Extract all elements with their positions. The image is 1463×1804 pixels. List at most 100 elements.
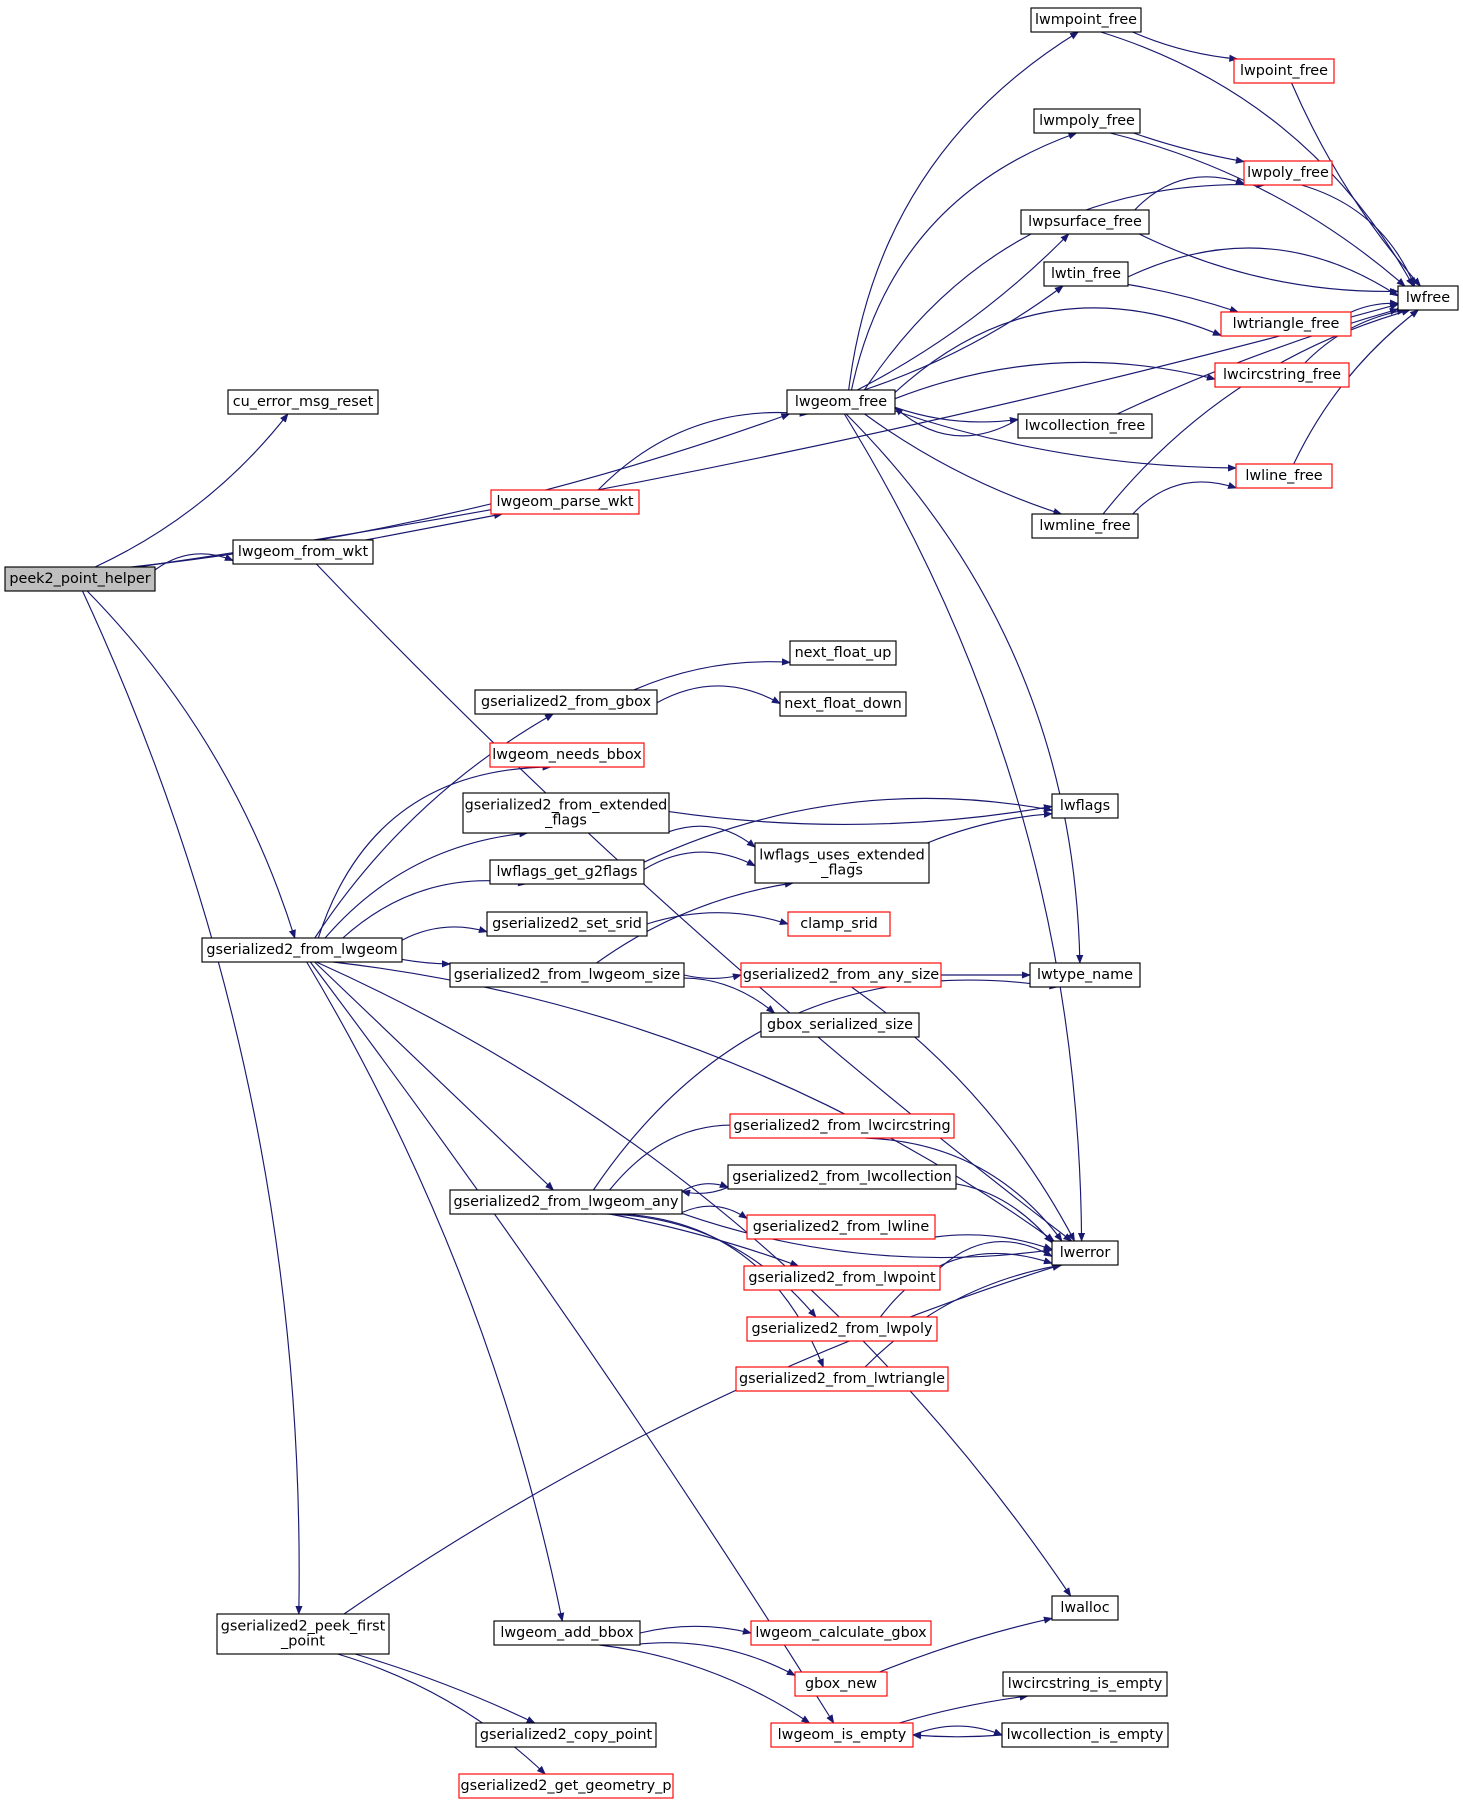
edge-g2_from_line-to-lwerror	[934, 1234, 1053, 1251]
node-nf_up[interactable]: next_float_up	[789, 640, 897, 666]
node-tri_free[interactable]: lwtriangle_free	[1220, 311, 1352, 337]
node-label: lwgeom_is_empty	[778, 1727, 907, 1743]
node-g2_from_circ[interactable]: gserialized2_from_lwcircstring	[729, 1113, 955, 1139]
node-point_free[interactable]: lwpoint_free	[1233, 58, 1335, 84]
node-mpoint_free[interactable]: lwmpoint_free	[1030, 7, 1142, 33]
edge-lwgeom_free-to-psurf_free	[857, 233, 1070, 391]
node-from_wkt[interactable]: lwgeom_from_wkt	[232, 539, 374, 565]
edge-lwgeom_free-to-lwtype_name	[845, 413, 1084, 964]
node-box	[449, 962, 685, 988]
node-box	[1020, 209, 1150, 235]
edge-g2_any-to-g2_from_coll	[681, 1181, 729, 1192]
node-clamp_srid[interactable]: clamp_srid	[787, 911, 891, 937]
node-cu_err[interactable]: cu_error_msg_reset	[227, 389, 379, 415]
node-box	[746, 1316, 938, 1342]
edge-mpoint_free-to-point_free	[1132, 31, 1239, 62]
node-is_empty[interactable]: lwgeom_is_empty	[770, 1722, 914, 1748]
node-g2_from_lwgeom[interactable]: gserialized2_from_lwgeom	[201, 937, 403, 963]
node-copy_point[interactable]: gserialized2_copy_point	[475, 1722, 657, 1748]
node-lwalloc[interactable]: lwalloc	[1051, 1595, 1119, 1621]
node-label: lwflags	[1060, 798, 1110, 814]
edge-g2_size-to-uses_ext	[596, 880, 794, 964]
node-add_bbox[interactable]: lwgeom_add_bbox	[493, 1620, 641, 1646]
node-box	[1235, 463, 1333, 489]
node-g2_size[interactable]: gserialized2_from_lwgeom_size	[449, 962, 685, 988]
node-label: lwgeom_from_wkt	[238, 544, 369, 560]
node-g2_from_poly[interactable]: gserialized2_from_lwpoly	[746, 1316, 938, 1342]
node-label: lwflags_get_g2flags	[496, 864, 637, 880]
node-label: lwgeom_free	[795, 394, 887, 410]
node-g2_any_size[interactable]: gserialized2_from_any_size	[740, 962, 942, 988]
node-label: lwtriangle_free	[1233, 316, 1340, 332]
node-label: gserialized2_from_lwpoly	[751, 1321, 932, 1337]
edge-g2_from_lwgeom-to-is_empty	[309, 961, 835, 1724]
node-g2_from_point[interactable]: gserialized2_from_lwpoint	[743, 1265, 941, 1291]
node-poly_free[interactable]: lwpoly_free	[1243, 160, 1333, 186]
node-label: gserialized2_from_extended	[465, 798, 668, 814]
node-mline_free[interactable]: lwmline_free	[1031, 513, 1139, 539]
node-nf_down[interactable]: next_float_down	[779, 691, 907, 717]
node-set_srid[interactable]: gserialized2_set_srid	[486, 911, 648, 937]
edge-lwgeom_free-to-coll_free	[894, 406, 1019, 425]
edge-g2_from_coll-to-g2_any	[681, 1186, 729, 1197]
node-lwflags[interactable]: lwflags	[1051, 793, 1119, 819]
node-label: lwcollection_is_empty	[1007, 1727, 1164, 1743]
node-label: lwerror	[1060, 1245, 1111, 1261]
node-lwtype_name[interactable]: lwtype_name	[1029, 962, 1141, 988]
node-lwgeom_free[interactable]: lwgeom_free	[786, 389, 896, 415]
node-coll_free[interactable]: lwcollection_free	[1017, 413, 1153, 439]
edge-add_bbox-to-calc_gbox	[639, 1625, 752, 1635]
node-box	[227, 389, 379, 415]
node-flags_g2[interactable]: lwflags_get_g2flags	[489, 859, 645, 885]
node-box	[787, 911, 891, 937]
node-box	[1031, 513, 1139, 539]
node-box	[1397, 285, 1459, 311]
node-g2_from_coll[interactable]: gserialized2_from_lwcollection	[727, 1164, 957, 1190]
node-lwerror[interactable]: lwerror	[1051, 1240, 1119, 1266]
edge-mpoly_free-to-lwfree	[1109, 132, 1406, 287]
call-edges	[81, 31, 1421, 1775]
node-label: gbox_serialized_size	[767, 1017, 913, 1033]
edge-peek2-to-cu_err	[94, 413, 289, 568]
node-parse_wkt[interactable]: lwgeom_parse_wkt	[490, 489, 640, 515]
node-needs_bbox[interactable]: lwgeom_needs_bbox	[489, 742, 645, 768]
node-g2_ext_flags[interactable]: gserialized2_from_extended_flags	[462, 792, 670, 834]
node-gbox_ser_size[interactable]: gbox_serialized_size	[760, 1012, 920, 1038]
node-label: lwpsurface_free	[1028, 214, 1142, 230]
node-uses_ext[interactable]: lwflags_uses_extended_flags	[754, 842, 930, 884]
edge-lwgeom_free-to-mpoint_free	[848, 31, 1080, 391]
node-g2_any[interactable]: gserialized2_from_lwgeom_any	[449, 1189, 683, 1215]
edge-g2_ext_flags-to-uses_ext	[668, 825, 756, 848]
node-mpoly_free[interactable]: lwmpoly_free	[1033, 108, 1141, 134]
edge-add_bbox-to-gbox_new	[631, 1642, 796, 1676]
node-coll_empty[interactable]: lwcollection_is_empty	[1001, 1722, 1169, 1748]
edge-g2_any-to-g2_from_point	[609, 1213, 800, 1267]
node-g2_from_line[interactable]: gserialized2_from_lwline	[746, 1214, 936, 1240]
node-g2_from_gbox[interactable]: gserialized2_from_gbox	[474, 689, 658, 715]
node-tin_free[interactable]: lwtin_free	[1043, 261, 1129, 287]
node-peek_first[interactable]: gserialized2_peek_first_point	[216, 1613, 390, 1655]
node-lwfree[interactable]: lwfree	[1397, 285, 1459, 311]
node-box	[760, 1012, 920, 1038]
node-psurf_free[interactable]: lwpsurface_free	[1020, 209, 1150, 235]
node-box	[489, 742, 645, 768]
edge-mpoly_free-to-poly_free	[1133, 132, 1245, 164]
node-peek2[interactable]: peek2_point_helper	[4, 566, 156, 592]
node-get_geom_p[interactable]: gserialized2_get_geometry_p	[458, 1773, 674, 1799]
node-g2_from_tri[interactable]: gserialized2_from_lwtriangle	[735, 1366, 949, 1392]
node-calc_gbox[interactable]: lwgeom_calculate_gbox	[750, 1620, 932, 1646]
edge-g2_from_lwgeom-to-lwerror	[332, 961, 1055, 1242]
node-label: lwflags_uses_extended	[759, 848, 925, 864]
edge-peek_first-to-get_geom_p	[337, 1653, 546, 1775]
node-label: lwcircstring_free	[1223, 367, 1341, 383]
node-circ_empty[interactable]: lwcircstring_is_empty	[1002, 1671, 1168, 1697]
edge-g2_from_gbox-to-nf_up	[633, 658, 791, 691]
edge-parse_wkt-to-lwgeom_free	[597, 409, 809, 491]
node-box	[474, 689, 658, 715]
node-label: lwalloc	[1060, 1600, 1109, 1616]
node-label: lwgeom_calculate_gbox	[755, 1625, 927, 1641]
node-gbox_new[interactable]: gbox_new	[794, 1671, 888, 1697]
edge-lwgeom_free-to-line_free	[894, 410, 1237, 472]
node-circ_free[interactable]: lwcircstring_free	[1214, 362, 1350, 388]
node-line_free[interactable]: lwline_free	[1235, 463, 1333, 489]
